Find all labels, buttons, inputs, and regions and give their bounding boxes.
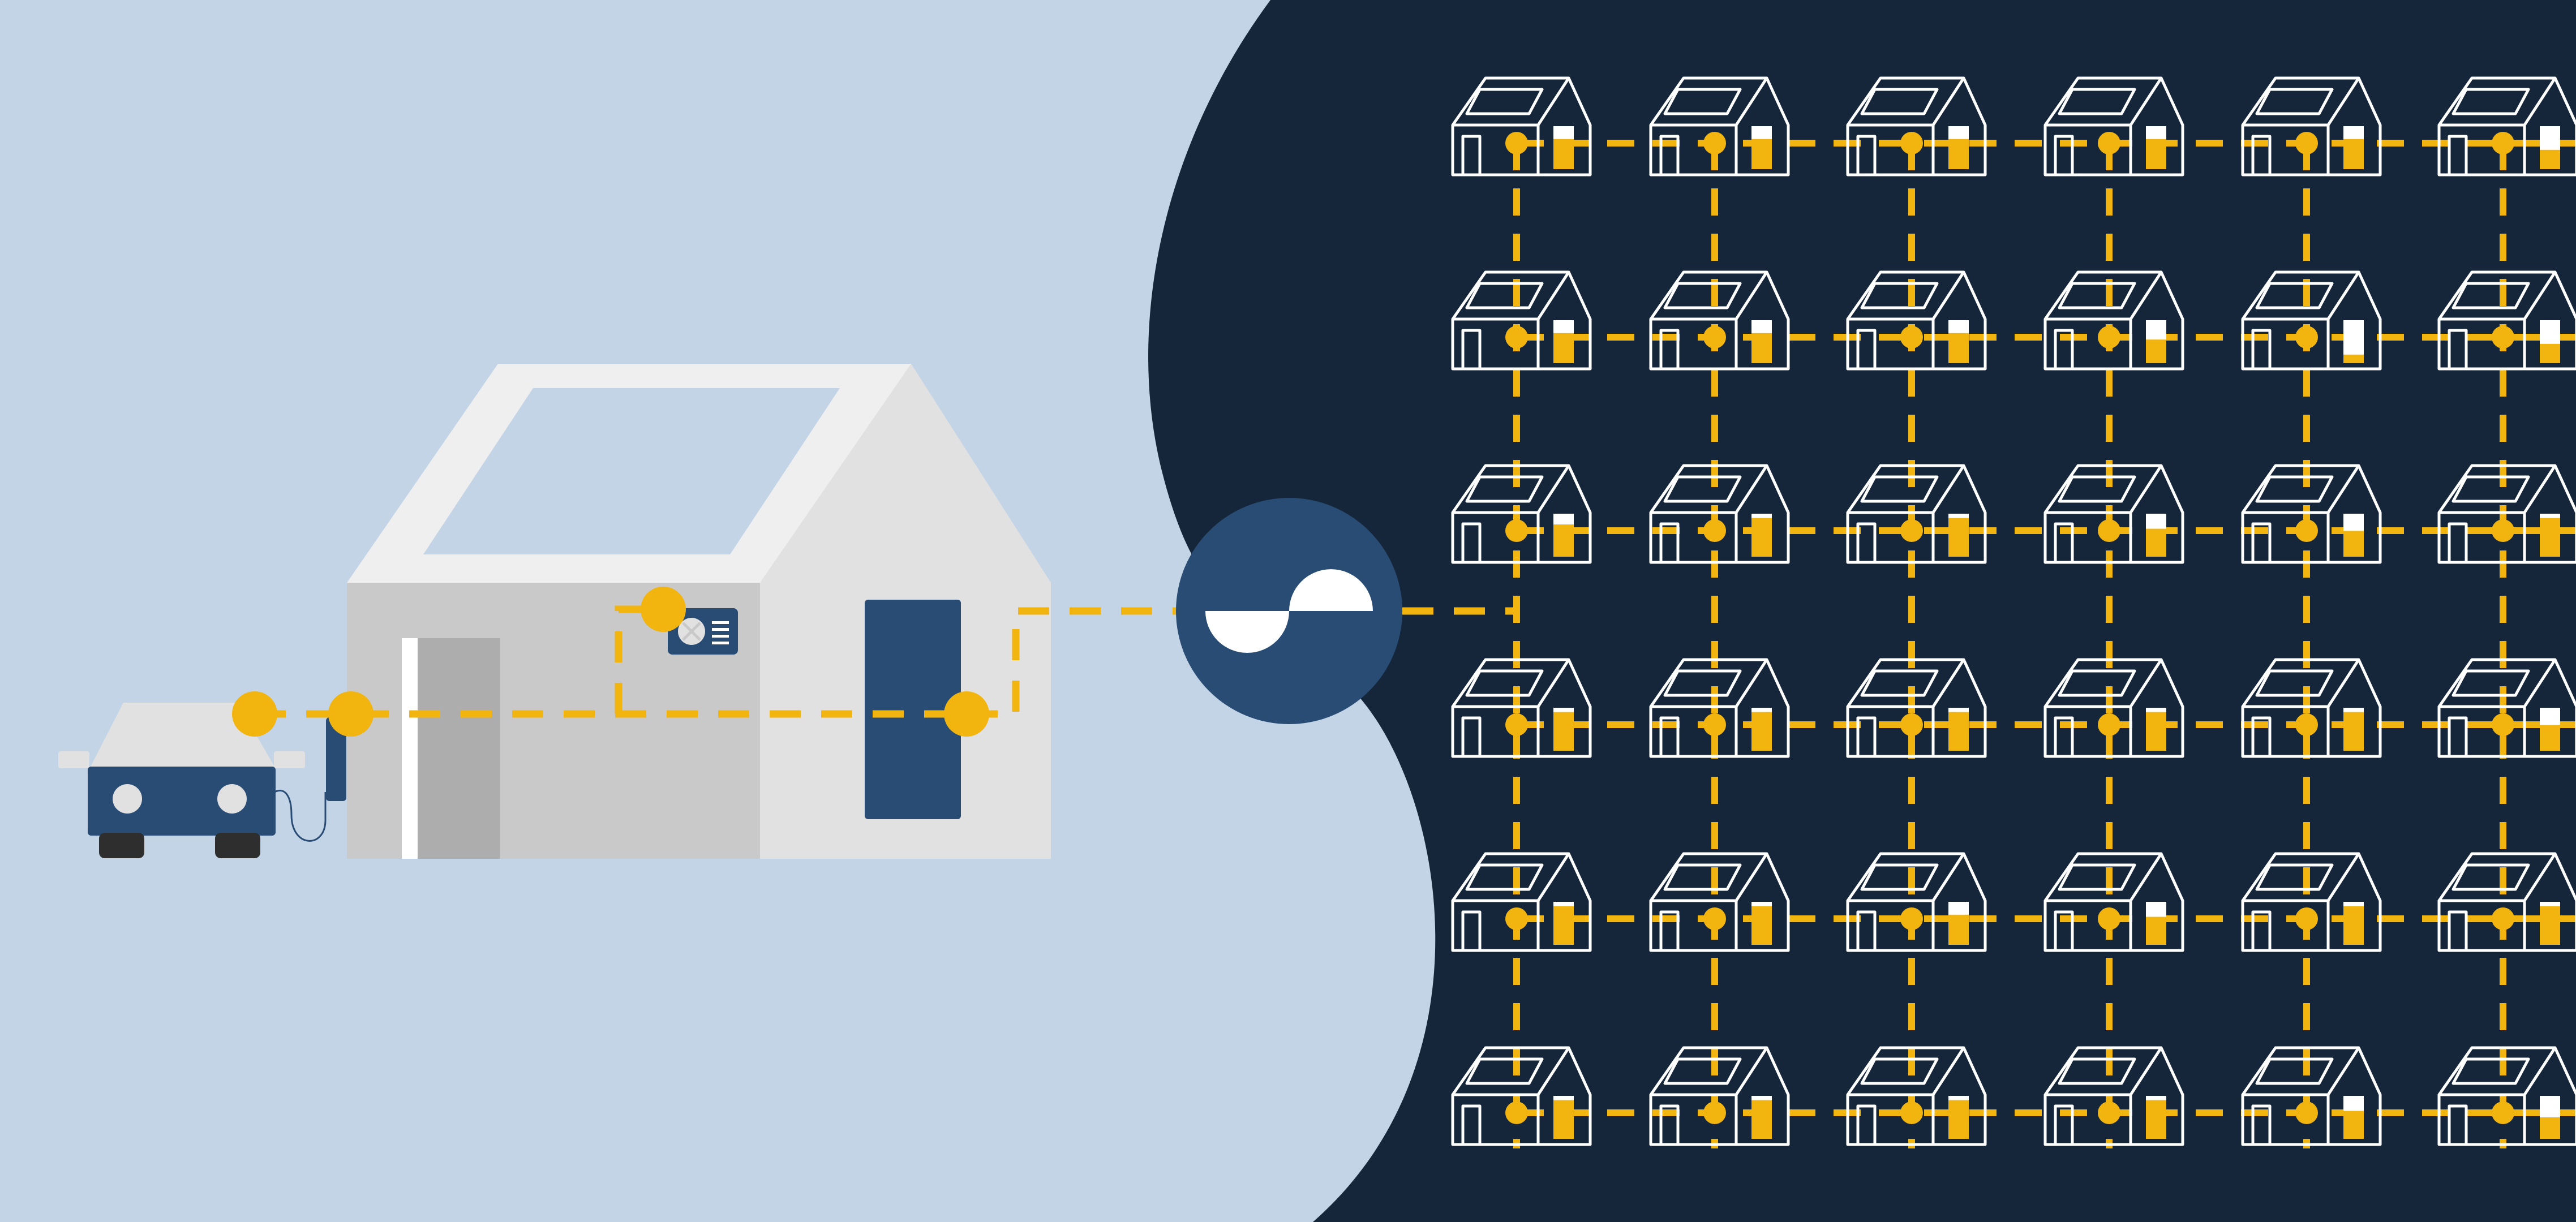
car-headlight-right bbox=[217, 784, 247, 814]
network-node bbox=[2295, 519, 2318, 542]
network-node bbox=[2492, 326, 2514, 348]
battery-charge-level bbox=[1948, 712, 1969, 751]
network-node bbox=[2492, 132, 2514, 154]
network-node bbox=[1703, 326, 1726, 348]
battery-charge-level bbox=[2540, 725, 2560, 751]
heat-pump-node bbox=[641, 587, 686, 632]
battery-charge-level bbox=[2343, 139, 2364, 169]
network-node bbox=[2098, 1101, 2120, 1124]
battery-charge-level bbox=[2540, 150, 2560, 169]
network-node bbox=[2098, 519, 2120, 542]
battery-charge-level bbox=[2146, 1100, 2166, 1139]
network-node bbox=[1703, 132, 1726, 154]
battery-charge-level bbox=[2146, 712, 2166, 751]
network-node bbox=[2098, 326, 2120, 348]
network-node bbox=[2492, 1101, 2514, 1124]
network-node bbox=[2492, 907, 2514, 930]
battery-charge-level bbox=[2146, 139, 2166, 169]
network-node bbox=[1505, 1101, 1528, 1124]
battery-charge-level bbox=[2540, 1117, 2560, 1139]
battery-node bbox=[944, 691, 989, 737]
battery-charge-level bbox=[2343, 355, 2364, 363]
battery-charge-level bbox=[2343, 906, 2364, 945]
battery-charge-level bbox=[2540, 906, 2560, 945]
network-node bbox=[2295, 132, 2318, 154]
network-node bbox=[1505, 132, 1528, 154]
car-mirror-right bbox=[274, 751, 305, 768]
network-node bbox=[1900, 132, 1923, 154]
battery-charge-level bbox=[1553, 906, 1574, 945]
battery-charge-level bbox=[1751, 1100, 1772, 1139]
network-node bbox=[1900, 1101, 1923, 1124]
battery-charge-level bbox=[1553, 333, 1574, 363]
battery-charge-level bbox=[1751, 712, 1772, 751]
car-tire-left bbox=[99, 833, 144, 858]
battery-charge-level bbox=[1553, 139, 1574, 169]
battery-charge-level bbox=[1948, 915, 1969, 945]
battery-charge-level bbox=[2343, 712, 2364, 751]
network-node bbox=[2098, 132, 2120, 154]
network-node bbox=[2098, 713, 2120, 736]
battery-charge-level bbox=[2540, 518, 2560, 557]
network-node bbox=[2098, 907, 2120, 930]
network-node bbox=[1505, 326, 1528, 348]
car-tire-right bbox=[215, 833, 260, 858]
battery-charge-level bbox=[1553, 712, 1574, 751]
network-node bbox=[1900, 519, 1923, 542]
house-door-frame bbox=[402, 638, 418, 859]
battery-charge-level bbox=[1751, 333, 1772, 363]
network-node bbox=[1703, 1101, 1726, 1124]
network-node bbox=[2295, 1101, 2318, 1124]
battery-charge-level bbox=[1948, 1100, 1969, 1139]
car-mirror-left bbox=[58, 751, 89, 768]
battery-charge-level bbox=[1948, 333, 1969, 363]
network-node bbox=[1505, 907, 1528, 930]
battery-charge-level bbox=[2146, 339, 2166, 363]
battery-charge-level bbox=[2146, 529, 2166, 557]
battery-charge-level bbox=[1751, 518, 1772, 557]
network-node bbox=[1703, 907, 1726, 930]
network-node bbox=[1900, 907, 1923, 930]
car-node bbox=[232, 691, 277, 737]
grid-balance-icon bbox=[1176, 498, 1402, 724]
network-node bbox=[2295, 713, 2318, 736]
network-node bbox=[2492, 713, 2514, 736]
network-node bbox=[2492, 519, 2514, 542]
network-node bbox=[1505, 713, 1528, 736]
house-door bbox=[418, 638, 500, 859]
car-headlight-left bbox=[113, 784, 142, 814]
battery-charge-level bbox=[2343, 531, 2364, 557]
battery-charge-level bbox=[1553, 524, 1574, 557]
battery-charge-level bbox=[1751, 139, 1772, 169]
battery-charge-level bbox=[2146, 917, 2166, 945]
battery-charge-level bbox=[1751, 906, 1772, 945]
network-node bbox=[1703, 519, 1726, 542]
network-node bbox=[2295, 326, 2318, 348]
network-node bbox=[1900, 713, 1923, 736]
battery-charge-level bbox=[2540, 344, 2560, 363]
battery-charge-level bbox=[2343, 1111, 2364, 1139]
network-node bbox=[1900, 326, 1923, 348]
network-node bbox=[1703, 713, 1726, 736]
network-node bbox=[1505, 519, 1528, 542]
charger-node bbox=[328, 691, 373, 737]
battery-charge-level bbox=[1948, 518, 1969, 557]
battery-charge-level bbox=[1948, 139, 1969, 169]
network-node bbox=[2295, 907, 2318, 930]
battery-charge-level bbox=[1553, 1100, 1574, 1139]
